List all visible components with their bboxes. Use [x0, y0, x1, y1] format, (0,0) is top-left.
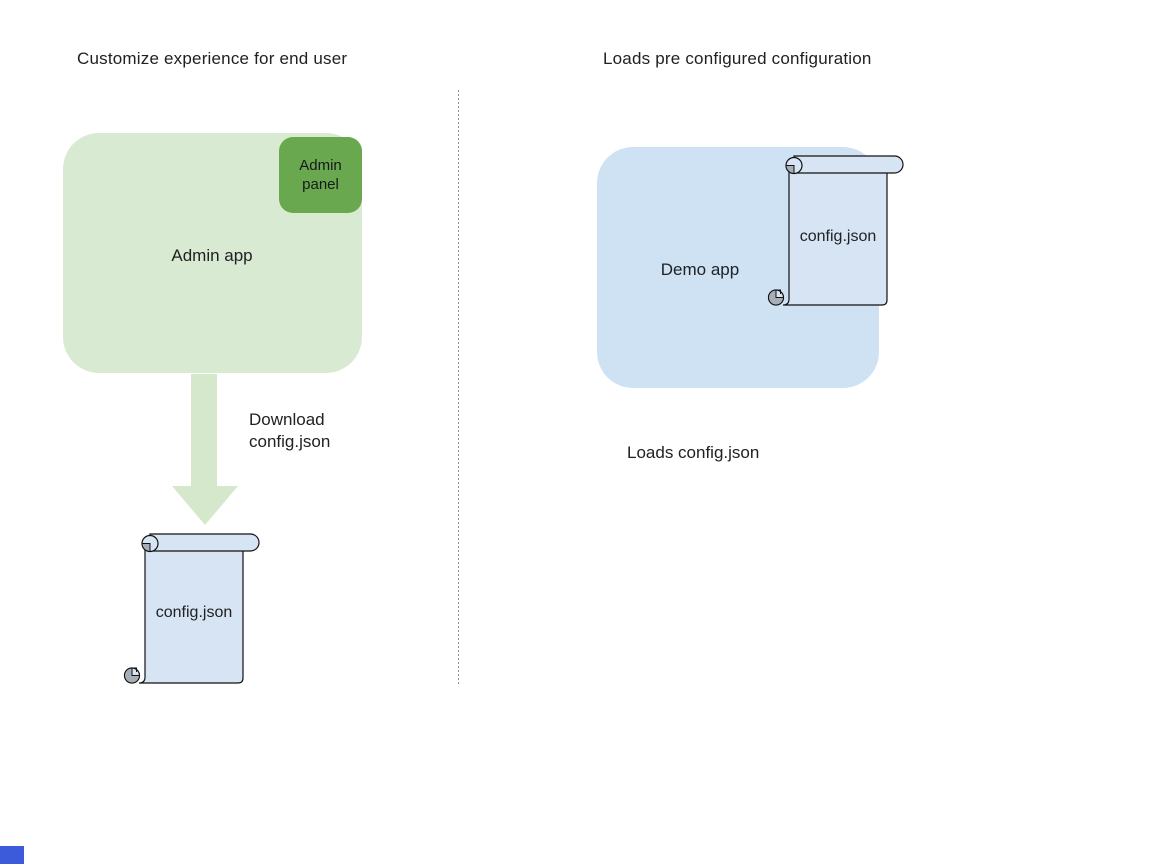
section-divider — [458, 90, 459, 686]
config-scroll-icon — [123, 533, 260, 684]
download-arrow-label: Download config.json — [249, 410, 331, 451]
demo-app-label: Demo app — [660, 260, 740, 279]
config-file-label: config.json — [799, 228, 877, 245]
admin-panel-label: Admin panel — [299, 157, 342, 193]
download-arrow-icon — [172, 374, 238, 525]
config-scroll-icon — [767, 155, 904, 306]
right-section-title: Loads pre configured configuration — [603, 49, 872, 68]
admin-app-label: Admin app — [171, 246, 253, 265]
loads-config-caption: Loads config.json — [627, 443, 760, 462]
corner-accent-square — [0, 846, 24, 864]
admin-panel-box: Admin panel — [279, 137, 362, 213]
left-section-title: Customize experience for end user — [77, 49, 348, 68]
config-file-label: config.json — [155, 604, 233, 621]
